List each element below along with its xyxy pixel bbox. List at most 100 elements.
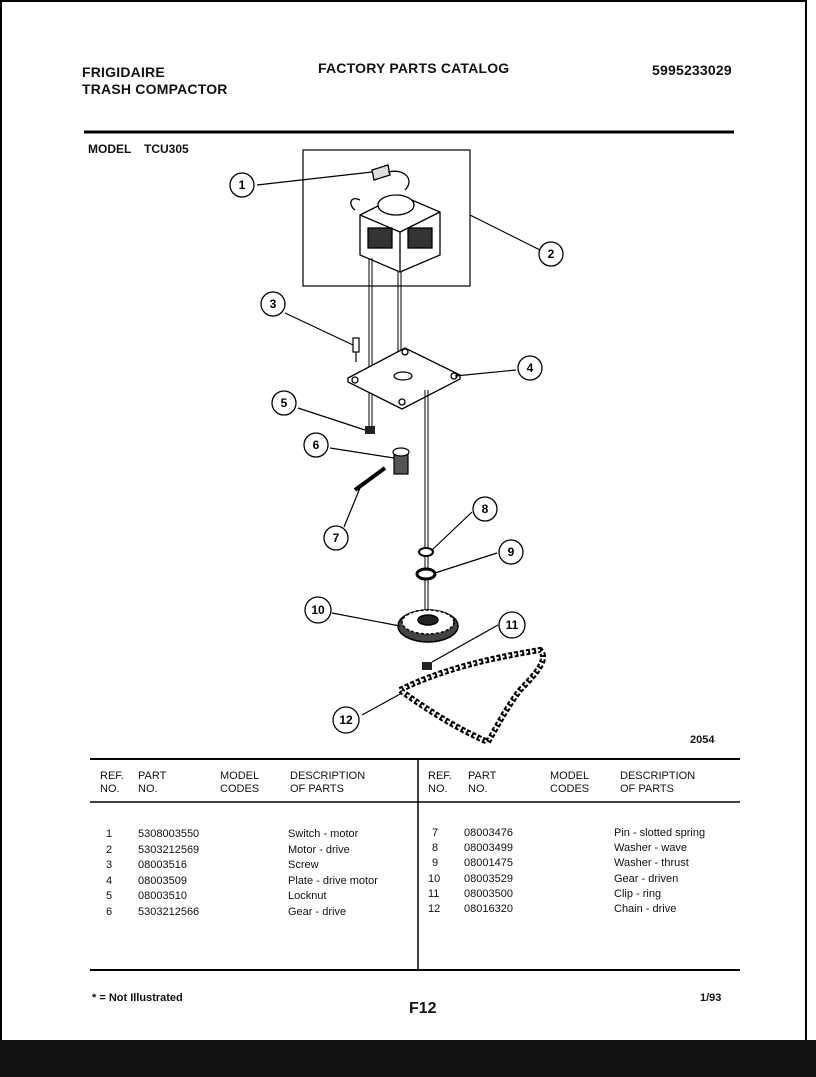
ring-clip-drawing: [422, 662, 432, 670]
callout-label-8: 8: [482, 502, 489, 516]
callout-5: 5: [271, 390, 297, 416]
part-no: 08003509: [138, 875, 187, 887]
col-desc-line1: DESCRIPTION: [620, 770, 696, 782]
col-model-line2: CODES: [550, 783, 590, 795]
part-no: 5303212569: [138, 844, 200, 856]
part-no: 08016320: [464, 903, 513, 915]
description: Gear - driven: [614, 873, 679, 885]
ref-no: 9: [432, 857, 439, 869]
callout-8: 8: [472, 496, 498, 522]
col-ref-left: REF.NO.: [100, 770, 124, 796]
part-no: 08003516: [138, 859, 187, 871]
description: Switch - motor: [288, 828, 359, 840]
ref-no: 10: [428, 873, 441, 885]
revision-date: 1/93: [700, 992, 722, 1004]
callout-12: 12: [332, 706, 360, 734]
part-no: 08003500: [464, 888, 513, 900]
catalog-title: FACTORY PARTS CATALOG: [318, 60, 510, 76]
brand-name: FRIGIDAIRE: [82, 64, 165, 80]
col-desc-line2: OF PARTS: [620, 783, 674, 795]
callout-label-5: 5: [281, 396, 288, 410]
callout-label-3: 3: [270, 297, 277, 311]
col-model-line2: CODES: [220, 783, 260, 795]
catalog-number: 5995233029: [652, 62, 732, 78]
col-model-line1: MODEL: [220, 770, 260, 782]
description: Clip - ring: [614, 888, 662, 900]
description: Washer - wave: [614, 842, 687, 854]
ref-no: 3: [106, 859, 113, 871]
callout-label-2: 2: [548, 247, 555, 261]
callout-label-7: 7: [333, 531, 340, 545]
callout-label-12: 12: [339, 713, 353, 727]
description: Washer - thrust: [614, 857, 689, 869]
callout-11: 11: [498, 611, 526, 639]
col-ref-line2: NO.: [428, 783, 448, 795]
driven-gear-drawing: [397, 609, 459, 643]
model-value: TCU305: [144, 142, 189, 156]
part-no: 5303212566: [138, 906, 200, 918]
page-number: F12: [409, 1000, 437, 1017]
ref-no: 8: [432, 842, 439, 854]
wave-washer-drawing: [418, 547, 434, 557]
ref-no: 12: [428, 903, 441, 915]
part-no: 5308003550: [138, 828, 200, 840]
locknut-drawing: [365, 426, 375, 434]
drive-motor-drawing: [350, 164, 441, 430]
product-name: TRASH COMPACTOR: [82, 81, 228, 97]
not-illustrated-note: * = Not Illustrated: [92, 992, 183, 1004]
col-ref-right: REF.NO.: [428, 770, 452, 796]
drive-motor-plate-drawing: [346, 347, 462, 640]
drive-chain-drawing: [394, 646, 547, 746]
col-desc-line2: OF PARTS: [290, 783, 344, 795]
callout-4: 4: [517, 355, 543, 381]
callout-2: 2: [538, 241, 564, 267]
callout-10: 10: [304, 596, 332, 624]
callout-label-11: 11: [506, 618, 519, 632]
part-no: 08003529: [464, 873, 513, 885]
diagram-code: 2054: [690, 734, 715, 746]
ref-no: 6: [106, 906, 113, 918]
col-desc-line1: DESCRIPTION: [290, 770, 366, 782]
callout-label-10: 10: [311, 603, 325, 617]
col-part-line2: NO.: [468, 783, 488, 795]
description: Gear - drive: [288, 906, 347, 918]
part-no: 08003510: [138, 890, 187, 902]
ref-no: 7: [432, 827, 439, 839]
model-label: MODEL: [88, 142, 132, 156]
col-ref-line1: REF.: [428, 770, 452, 782]
callout-label-1: 1: [239, 178, 246, 192]
callout-label-9: 9: [508, 545, 515, 559]
description: Motor - drive: [288, 844, 350, 856]
col-ref-line1: REF.: [100, 770, 124, 782]
callout-9: 9: [498, 539, 524, 565]
col-part-line2: NO.: [138, 783, 158, 795]
callout-label-4: 4: [527, 361, 534, 375]
callout-7: 7: [323, 525, 349, 551]
callout-1: 1: [229, 172, 255, 198]
description: Screw: [288, 859, 319, 871]
ref-no: 4: [106, 875, 113, 887]
col-ref-line2: NO.: [100, 783, 120, 795]
description: Locknut: [288, 890, 327, 902]
exploded-parts-diagram: [256, 149, 547, 746]
thrust-washer-drawing: [415, 567, 437, 581]
part-no: 08001475: [464, 857, 513, 869]
slotted-pin-drawing: [353, 466, 387, 492]
description: Plate - drive motor: [288, 875, 378, 887]
description: Pin - slotted spring: [614, 827, 706, 839]
description: Chain - drive: [614, 903, 677, 915]
callout-6: 6: [303, 432, 329, 458]
ref-no: 1: [106, 828, 113, 840]
col-part-line1: PART: [468, 770, 497, 782]
col-model-line1: MODEL: [550, 770, 590, 782]
col-part-line1: PART: [138, 770, 167, 782]
callout-layer: 1 2 3 4 5 6 7 8 9 10 11 12: [229, 172, 564, 734]
callout-3: 3: [260, 291, 286, 317]
ref-no: 2: [106, 844, 113, 856]
